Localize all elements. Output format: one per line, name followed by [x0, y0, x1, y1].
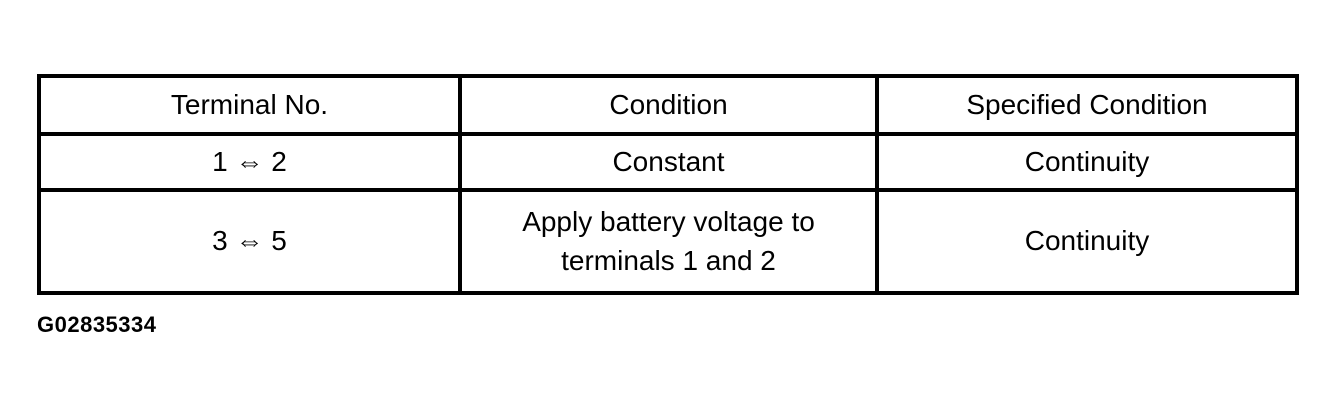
- figure-id: G02835334: [37, 312, 157, 337]
- header-specified-condition: Specified Condition: [875, 74, 1299, 136]
- terminal-continuity-table: Terminal No. Condition Specified Conditi…: [37, 74, 1299, 295]
- table-row: 3 ⇔ 5 Apply battery voltage to terminals…: [37, 188, 1299, 295]
- cell-condition: Apply battery voltage to terminals 1 and…: [458, 188, 879, 295]
- header-terminal-no: Terminal No.: [37, 74, 462, 136]
- cell-terminal-pair: 1 ⇔ 2: [37, 132, 462, 192]
- cell-terminal-pair: 3 ⇔ 5: [37, 188, 462, 295]
- cell-specified-condition: Continuity: [875, 132, 1299, 192]
- cell-specified-condition: Continuity: [875, 188, 1299, 295]
- table-row: 1 ⇔ 2 Constant Continuity: [37, 132, 1299, 192]
- cell-condition: Constant: [458, 132, 879, 192]
- header-condition: Condition: [458, 74, 879, 136]
- table-header-row: Terminal No. Condition Specified Conditi…: [37, 74, 1299, 136]
